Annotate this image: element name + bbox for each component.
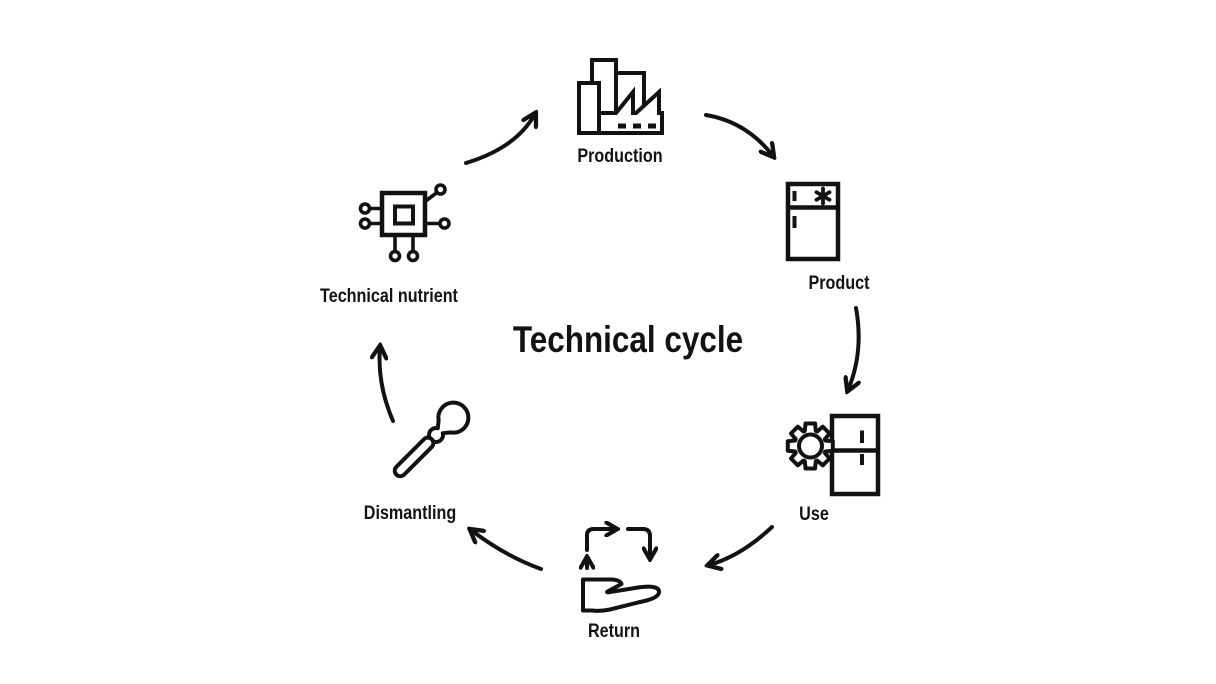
diagram-title: Technical cycle [512, 319, 744, 360]
refrigerator-icon [785, 181, 841, 262]
label-product: Product [808, 273, 870, 294]
label-production: Production [577, 146, 663, 167]
arrow-production-to-product [704, 113, 773, 156]
arrow-technical-nutrient-to-production [464, 114, 535, 165]
arrow-dismantling-to-technical-nutrient [380, 347, 395, 423]
factory-icon [577, 58, 664, 135]
arrow-use-to-return [709, 525, 774, 565]
wrench-icon [392, 400, 471, 479]
label-use: Use [799, 504, 829, 525]
label-return: Return [587, 621, 641, 642]
hand-recycle-icon [570, 518, 661, 613]
label-dismantling: Dismantling [363, 503, 457, 524]
arrow-return-to-dismantling [471, 530, 543, 571]
label-technical-nutrient: Technical nutrient [320, 286, 458, 307]
arrow-product-to-use [848, 306, 859, 390]
snowflake-icon [814, 186, 832, 206]
microchip-icon [358, 183, 451, 263]
gear-refrigerator-icon [785, 413, 881, 497]
